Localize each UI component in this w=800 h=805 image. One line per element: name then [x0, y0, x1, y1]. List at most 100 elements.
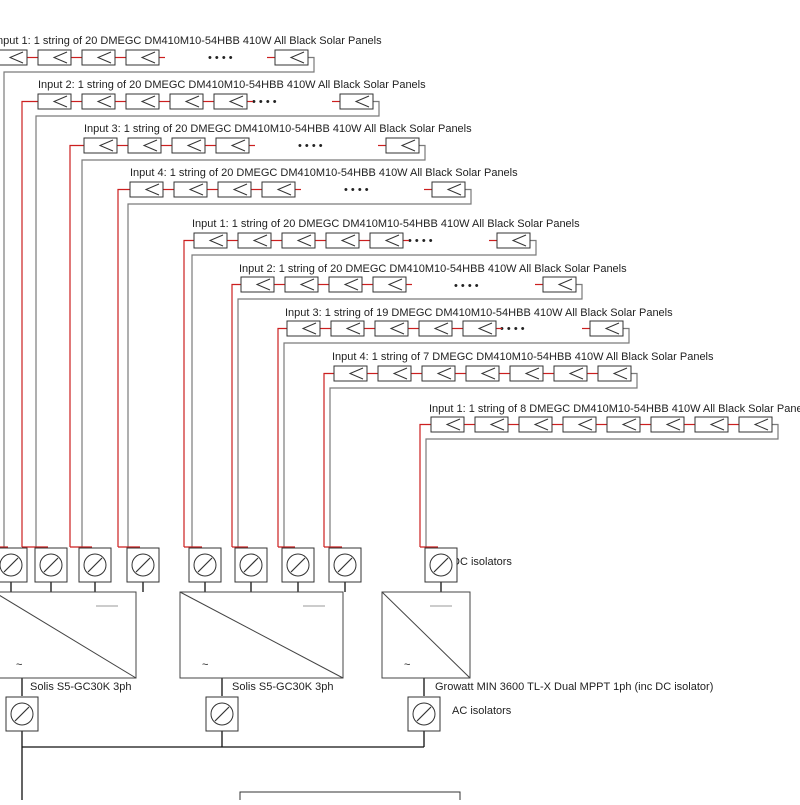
negative-lead: [283, 327, 630, 547]
positive-lead: [419, 423, 431, 547]
solar-panel: [215, 137, 250, 154]
ac-isolators-label: AC isolators: [452, 705, 512, 717]
ac-symbol: ~: [16, 659, 22, 671]
panel-glyph: [524, 367, 540, 380]
inverter: ~: [381, 591, 471, 679]
positive-lead: [183, 239, 194, 547]
dc-isolator: [328, 547, 362, 583]
panel-glyph: [301, 322, 317, 335]
solar-panel: [339, 93, 374, 110]
dc-isolator-lever: [3, 557, 19, 573]
solar-panel: [606, 416, 641, 433]
panel-glyph: [387, 278, 403, 291]
positive-lead: [231, 283, 241, 547]
solar-panel: [37, 49, 72, 66]
panel-glyph: [232, 183, 248, 196]
panel-glyph: [96, 95, 112, 108]
solar-panel: [261, 181, 296, 198]
solar-panel: [328, 276, 363, 293]
solar-panel: [509, 365, 544, 382]
panel-glyph: [445, 418, 461, 431]
solar-panel: [240, 276, 275, 293]
panel-glyph: [208, 234, 224, 247]
wiring-layer: [0, 56, 779, 800]
string-ellipsis-4: • • • •: [344, 184, 369, 196]
dc-isolator: [424, 547, 458, 583]
ac-isolator: [5, 696, 39, 732]
string-label-5: Input 1: 1 string of 20 DMEGC DM410M10-5…: [192, 218, 580, 230]
ac-isolator-lever: [416, 706, 432, 722]
string-label-6: Input 2: 1 string of 20 DMEGC DM410M10-5…: [239, 263, 627, 275]
solar-panel: [274, 49, 309, 66]
solar-panel: [81, 93, 116, 110]
solar-panel: [125, 49, 160, 66]
distribution-board: [239, 791, 461, 805]
dc-isolator-lever: [337, 557, 353, 573]
negative-lead: [127, 188, 472, 547]
dc-isolator-lever: [433, 557, 449, 573]
dc-isolator-lever: [290, 557, 306, 573]
solar-panel: [286, 320, 321, 337]
inverter-diagonal: [179, 591, 344, 679]
panel-glyph: [568, 367, 584, 380]
panel-glyph: [604, 322, 620, 335]
solar-panel: [127, 137, 162, 154]
dc-isolator: [281, 547, 315, 583]
solar-panel: [217, 181, 252, 198]
solar-panel: [325, 232, 360, 249]
dc-isolator: [234, 547, 268, 583]
panel-glyph: [340, 234, 356, 247]
solar-panel: [430, 416, 465, 433]
panel-glyph: [753, 418, 769, 431]
panel-glyph: [436, 367, 452, 380]
panel-glyph: [252, 234, 268, 247]
panel-glyph: [384, 234, 400, 247]
negative-lead: [3, 56, 315, 547]
panel-glyph: [228, 95, 244, 108]
string-label-2: Input 2: 1 string of 20 DMEGC DM410M10-5…: [38, 79, 426, 91]
ac-symbol: ~: [404, 659, 410, 671]
panel-glyph: [8, 51, 24, 64]
solar-panel: [213, 93, 248, 110]
positive-lead: [21, 100, 38, 547]
panel-glyph: [98, 139, 114, 152]
string-label-8: Input 4: 1 string of 7 DMEGC DM410M10-54…: [332, 351, 714, 363]
dc-isolator-lever: [243, 557, 259, 573]
panel-glyph: [612, 367, 628, 380]
ac-isolator: [205, 696, 239, 732]
panel-glyph: [557, 278, 573, 291]
panel-glyph: [52, 51, 68, 64]
panel-glyph: [255, 278, 271, 291]
panel-glyph: [140, 95, 156, 108]
solar-panel: [431, 181, 466, 198]
panel-glyph: [348, 367, 364, 380]
device-layer: ~ ~ ~: [0, 547, 471, 805]
dc-isolator-lever: [87, 557, 103, 573]
panel-glyph: [343, 278, 359, 291]
dc-isolator-lever: [43, 557, 59, 573]
string-label-4: Input 4: 1 string of 20 DMEGC DM410M10-5…: [130, 167, 518, 179]
solar-panel: [169, 93, 204, 110]
dc-isolator: [34, 547, 68, 583]
negative-lead: [425, 423, 779, 547]
string-label-7: Input 3: 1 string of 19 DMEGC DM410M10-5…: [285, 307, 673, 319]
panel-glyph: [142, 139, 158, 152]
inverter-label-1: Solis S5-GC30K 3ph: [30, 681, 132, 693]
solar-panel: [369, 232, 404, 249]
string-ellipsis-5: • • • •: [408, 235, 433, 247]
ac-isolator: [407, 696, 441, 732]
solar-panel: [542, 276, 577, 293]
solar-panel: [496, 232, 531, 249]
negative-lead: [35, 100, 380, 547]
solar-panel: [173, 181, 208, 198]
inverter: ~: [179, 591, 344, 679]
solar-panel: [237, 232, 272, 249]
panel-glyph: [533, 418, 549, 431]
positive-lead: [323, 372, 334, 547]
panel-glyph: [96, 51, 112, 64]
solar-panel: [284, 276, 319, 293]
dc-isolator: [78, 547, 112, 583]
solar-panel: [474, 416, 509, 433]
string-ellipsis-2: • • • •: [252, 96, 277, 108]
